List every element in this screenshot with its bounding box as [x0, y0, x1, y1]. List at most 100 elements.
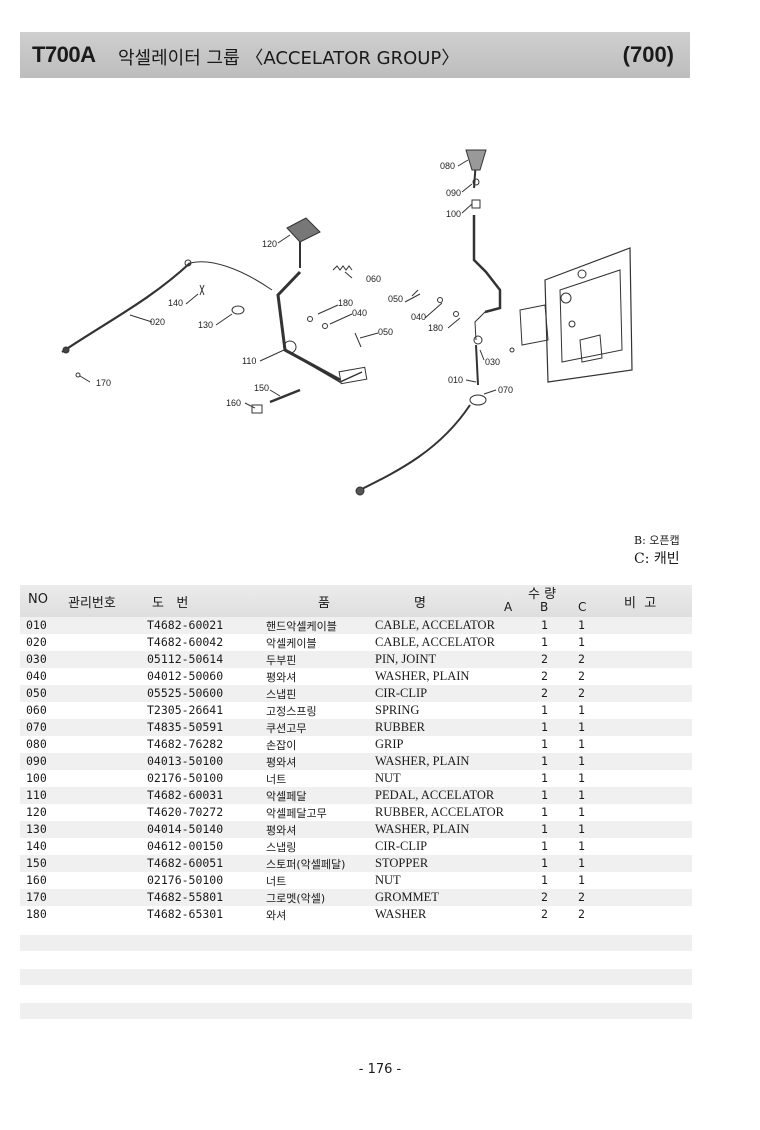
row-part-number: T4682-55801 — [147, 890, 224, 904]
row-part-number: T4682-60042 — [147, 635, 224, 649]
callout-170: 170 — [96, 378, 111, 388]
row-qty-c: 1 — [578, 805, 585, 819]
row-qty-c: 1 — [578, 873, 585, 887]
row-korean-name: 평와셔 — [266, 824, 297, 837]
row-qty-c: 2 — [578, 669, 585, 683]
callout-040b: 040 — [411, 312, 426, 322]
legend-c: C: 캐빈 — [634, 551, 680, 567]
row-qty-b: 1 — [541, 635, 548, 649]
row-part-number: 04012-50060 — [147, 669, 224, 683]
row-english-name: GRIP — [375, 737, 404, 751]
row-korean-name: 너트 — [266, 773, 287, 786]
row-english-name: WASHER, PLAIN — [375, 669, 470, 683]
row-no: 120 — [26, 805, 47, 819]
row-qty-b: 2 — [541, 907, 548, 921]
row-korean-name: 평와셔 — [266, 671, 297, 684]
row-english-name: STOPPER — [375, 856, 429, 870]
callout-020: 020 — [150, 317, 165, 327]
col-qty: 수 량 — [528, 587, 557, 602]
row-english-name: NUT — [375, 873, 401, 887]
row-korean-name: 평와셔 — [266, 756, 297, 769]
row-qty-c: 1 — [578, 618, 585, 632]
row-korean-name: 고정스프링 — [266, 705, 317, 718]
row-qty-b: 1 — [541, 822, 548, 836]
row-part-number: T4835-50591 — [147, 720, 224, 734]
row-english-name: WASHER, PLAIN — [375, 754, 470, 768]
row-no: 080 — [26, 737, 47, 751]
row-korean-name: 스냅링 — [266, 841, 297, 854]
row-qty-c: 2 — [578, 907, 585, 921]
callout-090: 090 — [446, 188, 461, 198]
row-korean-name: 악셀케이블 — [266, 637, 317, 650]
row-no: 170 — [26, 890, 47, 904]
row-qty-b: 1 — [541, 805, 548, 819]
row-no: 010 — [26, 618, 47, 632]
callout-030: 030 — [485, 357, 500, 367]
row-part-number: T4682-65301 — [147, 907, 224, 921]
row-korean-name: 너트 — [266, 875, 287, 888]
row-part-number: 04014-50140 — [147, 822, 224, 836]
row-qty-c: 1 — [578, 720, 585, 734]
callout-070: 070 — [498, 385, 513, 395]
row-qty-c: 1 — [578, 737, 585, 751]
callout-010: 010 — [448, 375, 463, 385]
row-qty-b: 2 — [541, 652, 548, 666]
row-korean-name: 스냅핀 — [266, 688, 297, 701]
callout-050: 050 — [378, 327, 393, 337]
row-qty-c: 2 — [578, 890, 585, 904]
col-drawing: 도 번 — [152, 596, 189, 611]
row-qty-b: 2 — [541, 890, 548, 904]
callout-160: 160 — [226, 398, 241, 408]
row-no: 180 — [26, 907, 47, 921]
row-korean-name: 손잡이 — [266, 739, 297, 752]
row-part-number: 04612-00150 — [147, 839, 224, 853]
row-qty-c: 2 — [578, 652, 585, 666]
row-qty-c: 1 — [578, 856, 585, 870]
row-english-name: WASHER, PLAIN — [375, 822, 470, 836]
row-qty-b: 1 — [541, 771, 548, 785]
row-korean-name: 스토퍼(악셀페달) — [266, 858, 346, 871]
row-no: 140 — [26, 839, 47, 853]
row-qty-c: 1 — [578, 635, 585, 649]
col-mgmt: 관리번호 — [68, 596, 116, 611]
row-qty-c: 2 — [578, 686, 585, 700]
row-no: 110 — [26, 788, 47, 802]
row-qty-b: 1 — [541, 720, 548, 734]
row-qty-c: 1 — [578, 754, 585, 768]
group-title: 악셀레이터 그룹 〈ACCELATOR GROUP〉 — [118, 48, 460, 69]
row-korean-name: 핸드악셀케이블 — [266, 620, 337, 633]
callout-130: 130 — [198, 320, 213, 330]
row-no: 020 — [26, 635, 47, 649]
row-part-number: T4682-76282 — [147, 737, 224, 751]
row-english-name: NUT — [375, 771, 401, 785]
blank-row — [20, 969, 692, 985]
row-english-name: CIR-CLIP — [375, 686, 428, 700]
col-c: C — [578, 600, 587, 614]
row-qty-c: 1 — [578, 771, 585, 785]
row-part-number: 04013-50100 — [147, 754, 224, 768]
callout-110: 110 — [242, 356, 256, 366]
callout-180: 180 — [338, 298, 353, 308]
row-english-name: CABLE, ACCELATOR — [375, 618, 495, 632]
row-english-name: RUBBER — [375, 720, 426, 734]
row-english-name: CIR-CLIP — [375, 839, 428, 853]
callout-120: 120 — [262, 239, 277, 249]
row-korean-name: 쿠션고무 — [266, 722, 307, 735]
col-name: 명 — [414, 596, 426, 611]
row-qty-b: 1 — [541, 839, 548, 853]
row-no: 070 — [26, 720, 47, 734]
row-no: 130 — [26, 822, 47, 836]
row-qty-b: 1 — [541, 618, 548, 632]
row-english-name: PIN, JOINT — [375, 652, 437, 666]
row-no: 090 — [26, 754, 47, 768]
